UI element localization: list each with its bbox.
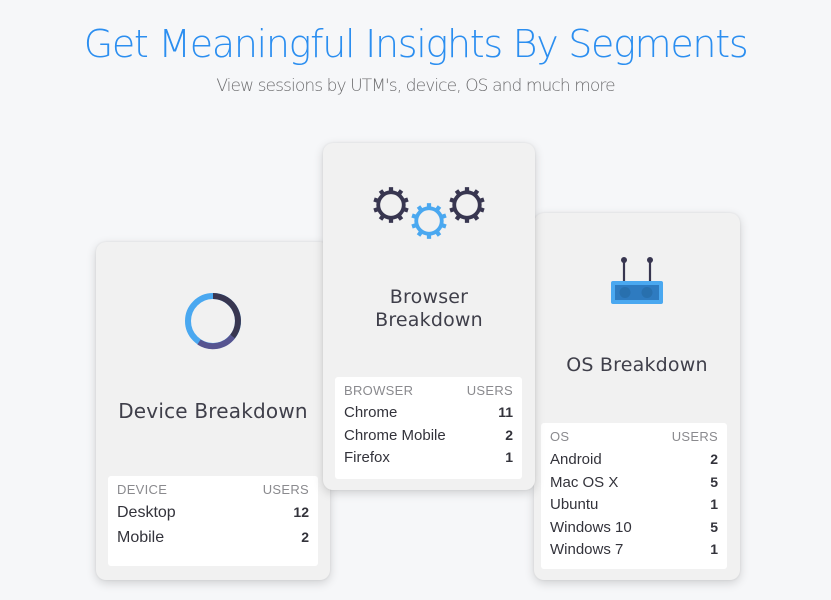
table-header: OS USERS [550, 429, 718, 451]
donut-chart-icon [185, 293, 241, 350]
os-breakdown-card: OS Breakdown OS USERS Android 2 Mac OS X… [534, 213, 740, 580]
table-row: Windows 10 5 [550, 519, 718, 542]
card-title: OS Breakdown [566, 354, 708, 376]
row-label: Chrome [344, 404, 398, 421]
column-header-users: USERS [262, 482, 309, 497]
column-header-browser: BROWSER [344, 383, 414, 398]
row-label: Mac OS X [550, 473, 619, 491]
table-row: Windows 7 1 [550, 541, 718, 564]
os-table: OS USERS Android 2 Mac OS X 5 Ubuntu 1 W… [541, 423, 727, 569]
column-header-users: USERS [671, 429, 718, 444]
row-label: Android [550, 451, 602, 468]
row-label: Windows 7 [550, 541, 624, 558]
table-header: DEVICE USERS [117, 482, 309, 504]
row-value: 5 [710, 518, 718, 535]
card-title: Browser Breakdown [375, 286, 483, 331]
row-value: 2 [301, 529, 309, 545]
row-value: 2 [710, 451, 718, 467]
browser-breakdown-card: Browser Breakdown BROWSER USERS Chrome 1… [323, 143, 535, 490]
row-label: Ubuntu [550, 496, 599, 513]
device-breakdown-card: Device Breakdown DEVICE USERS Desktop 12… [96, 242, 330, 580]
column-header-os: OS [550, 429, 570, 444]
row-label: Windows 10 [550, 518, 632, 536]
table-row: Chrome Mobile 2 [344, 427, 513, 450]
table-row: Chrome 11 [344, 404, 513, 427]
table-header: BROWSER USERS [344, 383, 513, 404]
row-label: Firefox [344, 449, 390, 466]
row-value: 5 [710, 473, 718, 490]
table-row: Mobile 2 [117, 529, 309, 554]
column-header-device: DEVICE [117, 482, 168, 497]
card-title: Device Breakdown [118, 399, 308, 423]
row-label: Chrome Mobile [344, 426, 446, 444]
browser-table: BROWSER USERS Chrome 11 Chrome Mobile 2 … [335, 377, 522, 479]
table-row: Firefox 1 [344, 449, 513, 472]
gears-icon [371, 185, 487, 241]
router-icon [611, 257, 663, 304]
table-row: Ubuntu 1 [550, 496, 718, 519]
device-table: DEVICE USERS Desktop 12 Mobile 2 [108, 476, 318, 566]
page-subtitle: View sessions by UTM's, device, OS and m… [216, 76, 615, 96]
row-value: 12 [293, 504, 309, 520]
row-label: Mobile [117, 529, 165, 546]
table-row: Desktop 12 [117, 504, 309, 529]
row-label: Desktop [117, 504, 176, 521]
row-value: 1 [710, 541, 718, 557]
table-row: Mac OS X 5 [550, 474, 718, 497]
page-title: Get Meaningful Insights By Segments [83, 22, 749, 66]
row-value: 11 [498, 404, 513, 420]
row-value: 1 [505, 449, 513, 465]
row-value: 1 [710, 496, 718, 512]
row-value: 2 [505, 426, 513, 443]
column-header-users: USERS [466, 383, 513, 398]
table-row: Android 2 [550, 451, 718, 474]
